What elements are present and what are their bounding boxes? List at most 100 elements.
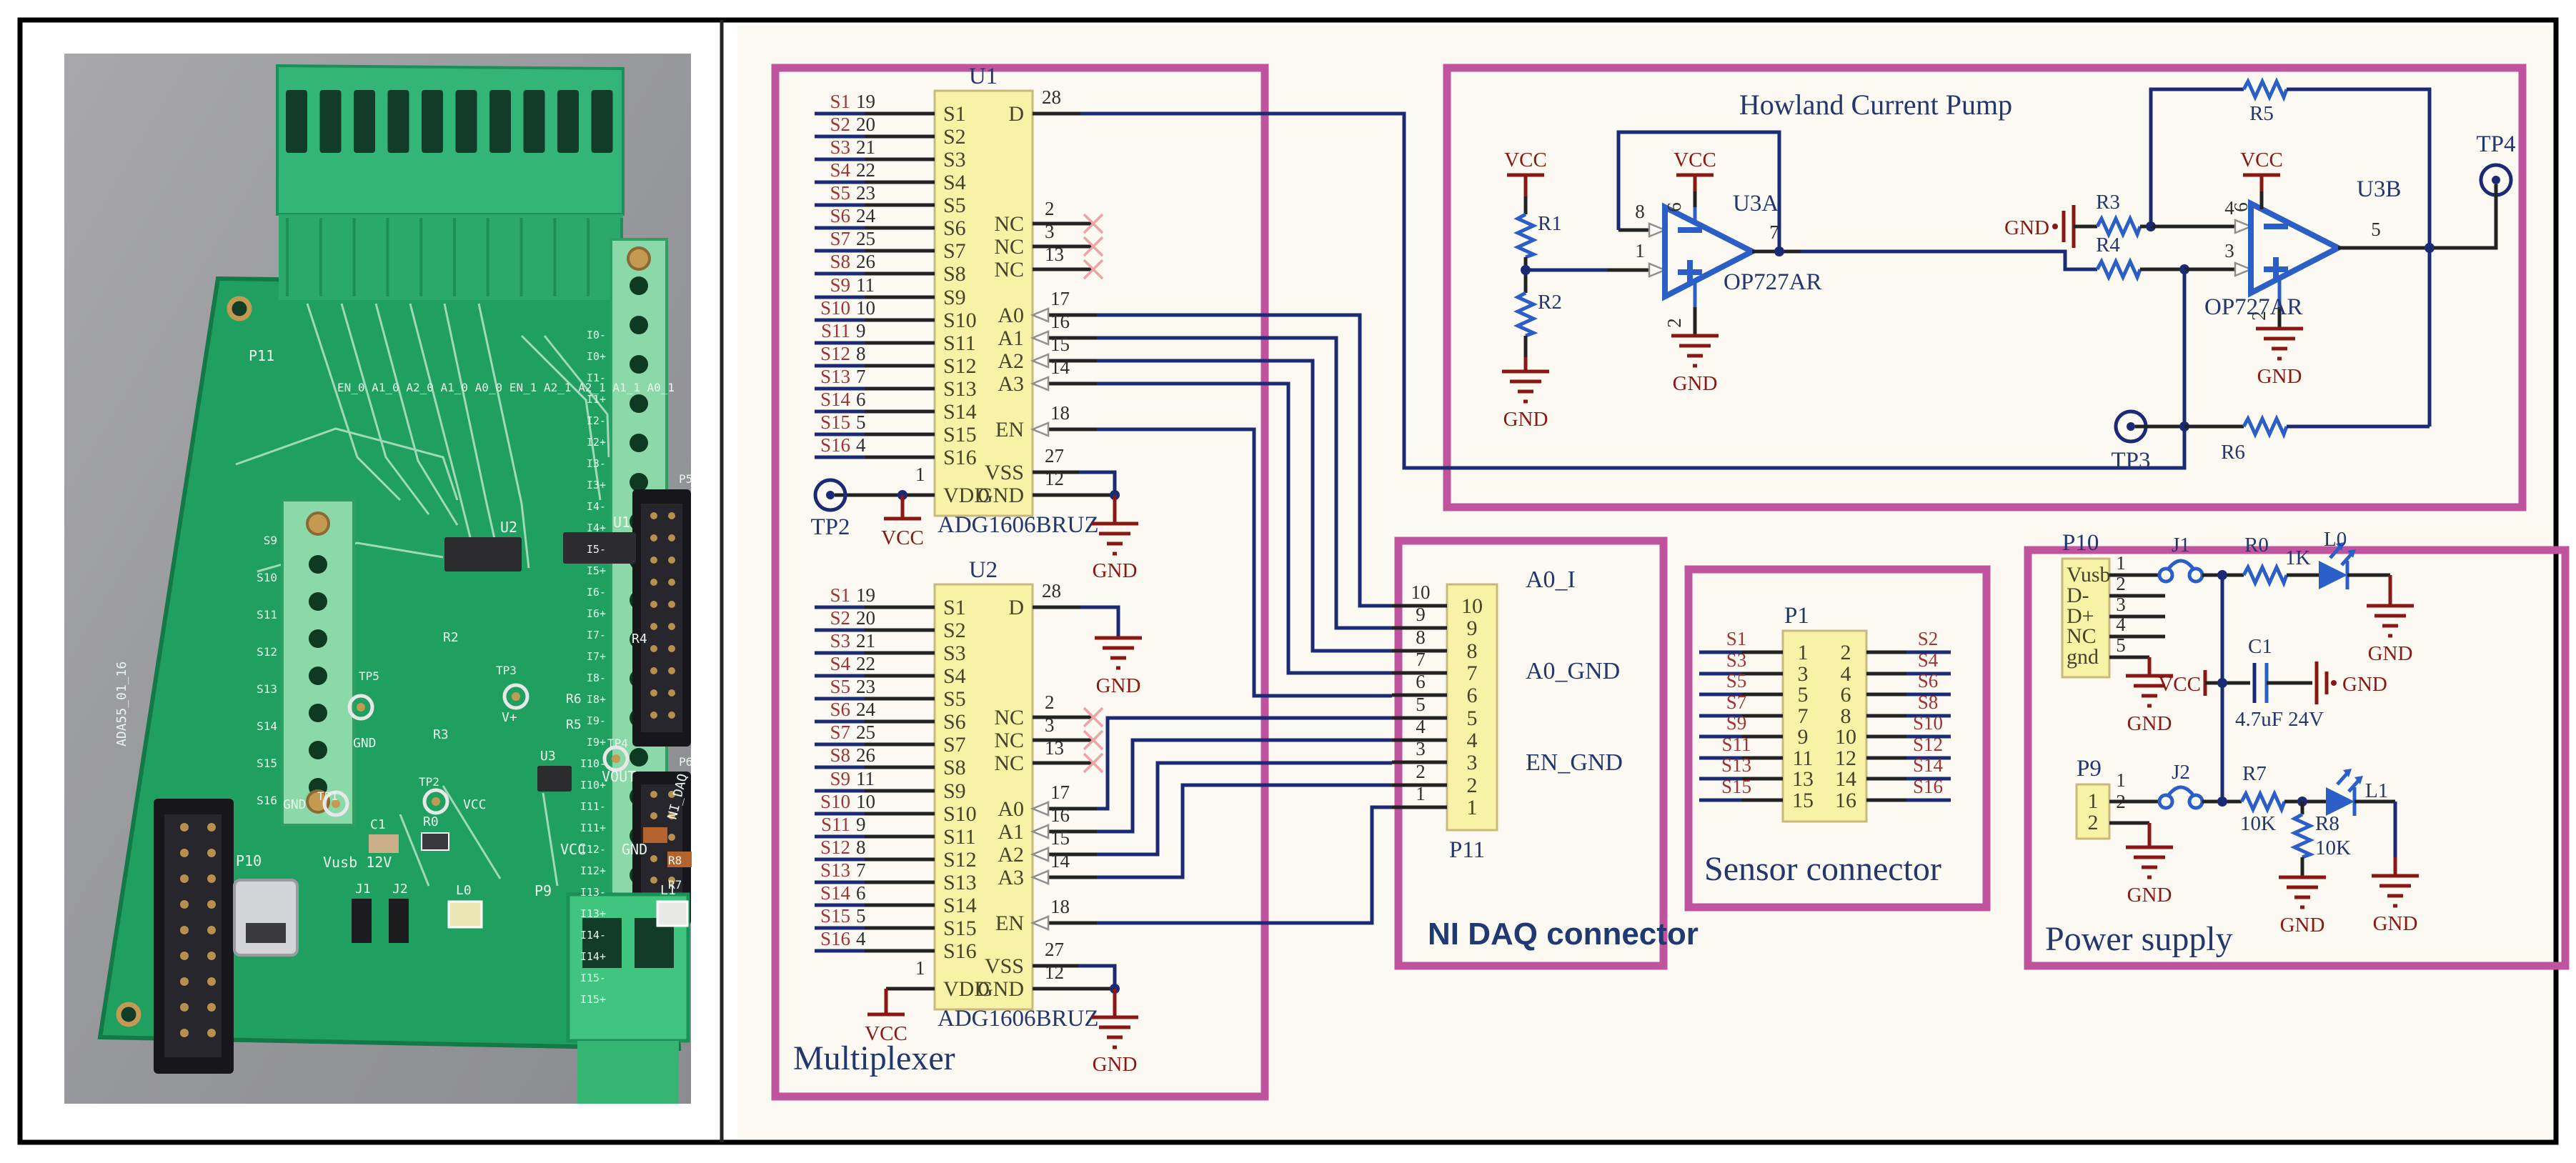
pcb-trace [542,792,559,887]
tp-pad [512,692,520,701]
p1-right-num: 2 [1841,641,1851,664]
a-pin-num: 14 [1050,850,1070,872]
screw-terminal-p9-lower [577,1041,679,1104]
header-pin [180,926,189,934]
u1-d-wire [1080,111,2187,470]
header-pin [650,791,657,798]
a-pin-num: 14 [1050,356,1070,378]
r1-ref: R1 [1538,212,1562,235]
pcb-trace [543,335,610,458]
d-pin-num: 28 [1042,86,1061,108]
tp2-label: TP2 [810,514,850,540]
s-net-label: S1 [830,584,850,606]
s-pin-name: S14 [943,894,977,917]
s-pin-num: 19 [856,91,875,112]
s-net-label: S13 [820,366,850,387]
p11-inner-num: 9 [1467,617,1478,640]
nidaq-box [1394,536,1668,970]
s-pin-name: S9 [943,286,966,309]
s-pin-name: S2 [943,125,966,149]
vss-wire [1079,964,1117,989]
terminal-slot [591,90,613,153]
u1-a3-wire [1097,381,1392,675]
silk-i-label: I11- [580,800,606,813]
header-pin [207,952,216,960]
header-pin [668,712,675,719]
nc-pin-name: NC [994,235,1024,259]
u2-en-wire [1097,805,1392,925]
p1-right-net: S10 [1913,712,1943,734]
silk-label: J2 [392,882,408,897]
screw [627,246,651,271]
tp-pad [357,703,365,712]
s-pin-num: 6 [856,389,866,410]
s-net-label: S3 [830,136,850,158]
mount-hole [227,296,252,321]
s-net-label: S11 [821,814,850,835]
p11-ext-num: 6 [1416,671,1426,692]
silk-label: VCC [560,841,586,858]
a-pin-name: A3 [998,372,1024,396]
jumper-arc-icon [2167,785,2195,797]
p1-right-net: S14 [1913,754,1944,776]
s-pin-num: 20 [856,114,875,135]
u2-a2-wire [1097,761,1392,857]
r0-ref: R0 [2244,534,2269,556]
tp-ring [347,694,374,721]
vss-pin-name: VSS [985,954,1024,978]
connector-hole [309,629,327,648]
resistor-icon [2095,256,2142,282]
u3a-ref: U3A [1733,191,1779,216]
res-r0 [421,832,449,851]
tp-ring [322,790,349,817]
a-pin-num: 15 [1050,334,1070,355]
nc-pin-name: NC [994,212,1024,236]
header-pin [207,874,216,883]
gnd-label: GND [1093,559,1138,582]
gnd-label: GND [1096,674,1141,697]
header-pin [207,926,216,934]
gnd-label: GND [2342,673,2387,696]
opamp-u3b [2248,199,2344,298]
s-pin-num: 7 [856,366,866,387]
p11-ext-num: 8 [1416,627,1426,648]
testpoint-dot [826,491,835,499]
p11-ext-num: 3 [1416,738,1426,759]
s-pin-num: 9 [856,814,866,835]
header-pin [668,689,675,697]
en-pin-name: EN [995,912,1024,935]
header-pin [668,512,675,519]
nc-x-icon [1083,729,1104,751]
s-pin-num: 25 [856,722,875,743]
p1-left-num: 3 [1798,662,1809,686]
gnd-bar-dot [2331,680,2337,686]
header-pin [650,812,657,819]
j2-ref: J2 [2172,761,2190,784]
header-pin [180,823,189,832]
silk-s-label: S16 [257,794,277,807]
s-pin-num: 7 [856,859,866,881]
p11-ext-num: 7 [1416,649,1426,670]
connector-hole [630,276,648,295]
p1-left-net: S7 [1726,692,1747,713]
u2-a1-wire [1097,738,1392,834]
u3b-part: OP727AR [2204,294,2303,320]
gnd-label: GND [1673,372,1718,395]
p11-ext-num: 2 [1416,761,1426,782]
s-pin-num: 10 [856,297,875,319]
p9-pin: 1 [2088,789,2099,813]
nc-x-icon [1083,707,1104,728]
s-net-label: S16 [820,928,850,949]
jumper-icon [2157,566,2174,584]
s-pin-name: S16 [943,939,977,963]
s-net-label: S9 [830,274,850,296]
u3b-ref: U3B [2357,176,2401,202]
header-pin [650,623,657,630]
vdd-pin-num: 1 [915,464,925,485]
net-a0-gnd: A0_GND [1526,658,1620,684]
p10-pin-num: 1 [2116,552,2126,574]
p11-inner-num: 4 [1467,729,1478,752]
header-pin [668,834,675,841]
a-pin-name: A2 [998,349,1024,373]
s-net-label: S4 [830,653,850,674]
